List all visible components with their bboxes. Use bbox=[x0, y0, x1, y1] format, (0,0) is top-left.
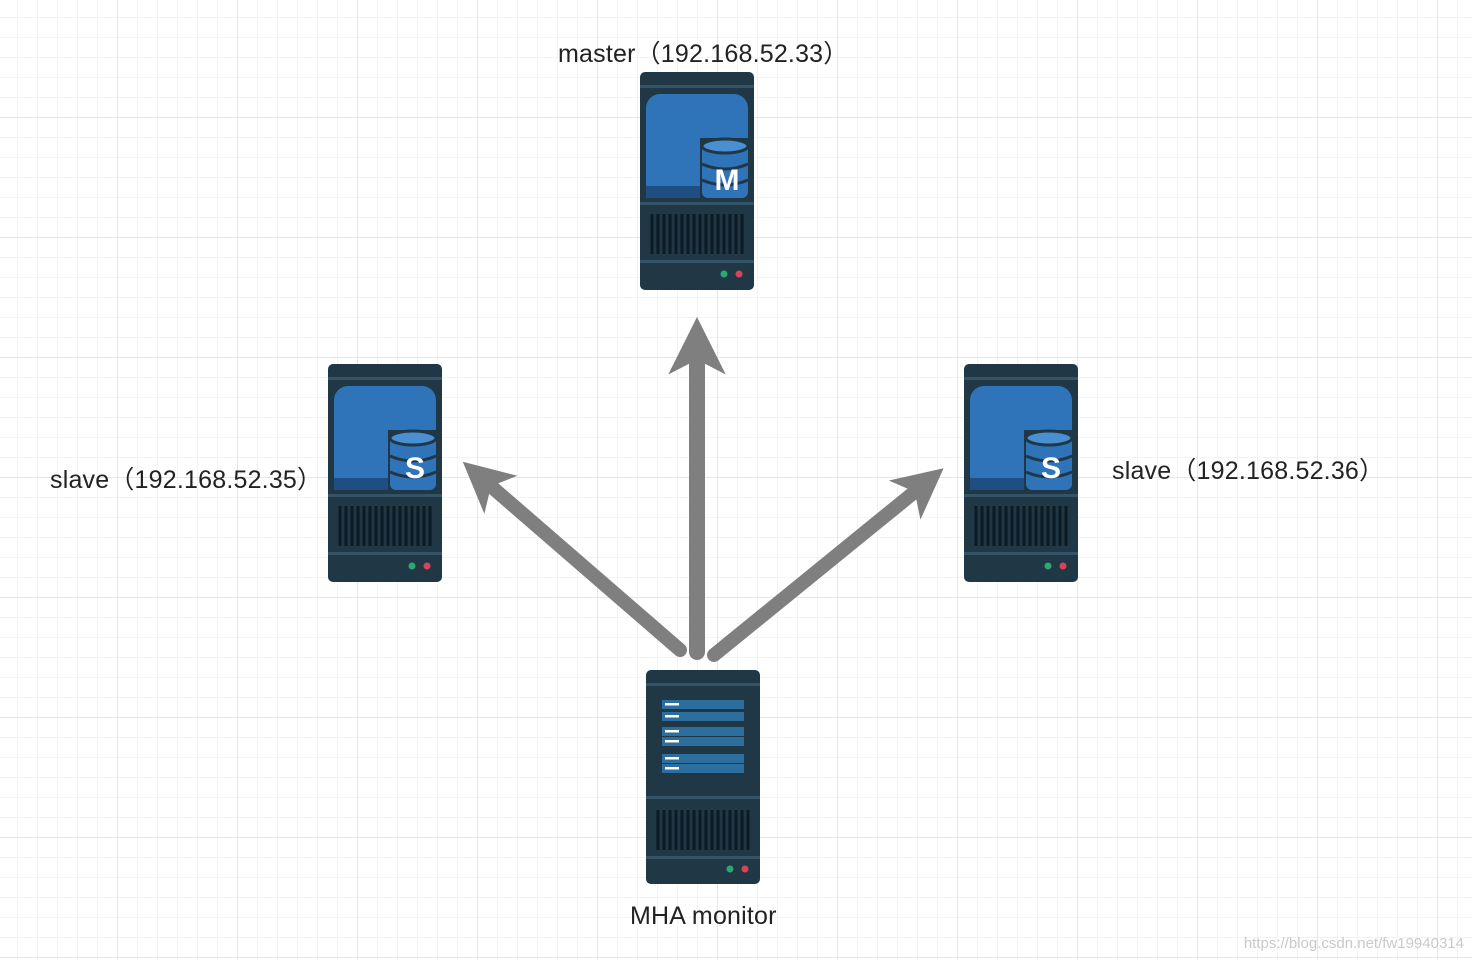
monitor-label: MHA monitor bbox=[630, 902, 777, 930]
master-label: master（192.168.52.33） bbox=[558, 40, 849, 68]
master-server[interactable]: M bbox=[640, 72, 754, 290]
slave-right-badge: S bbox=[1041, 452, 1061, 485]
slave-left-badge: S bbox=[405, 452, 425, 485]
slave-right-server[interactable]: S bbox=[964, 364, 1078, 582]
database-server-icon: M bbox=[640, 72, 754, 290]
slave-left-server[interactable]: S bbox=[328, 364, 442, 582]
database-server-icon: S bbox=[328, 364, 442, 582]
monitor-server[interactable] bbox=[646, 670, 760, 884]
monitor-server-icon bbox=[646, 670, 760, 884]
watermark: https://blog.csdn.net/fw19940314 bbox=[1243, 935, 1464, 952]
arrow-monitor-to-slave-right bbox=[707, 468, 944, 662]
rack-slots bbox=[662, 700, 744, 773]
arrow-monitor-to-slave-left bbox=[462, 461, 687, 657]
database-server-icon: S bbox=[964, 364, 1078, 582]
slave-right-label: slave（192.168.52.36） bbox=[1112, 457, 1385, 485]
master-badge: M bbox=[715, 164, 740, 197]
slave-left-label: slave（192.168.52.35） bbox=[50, 466, 323, 494]
